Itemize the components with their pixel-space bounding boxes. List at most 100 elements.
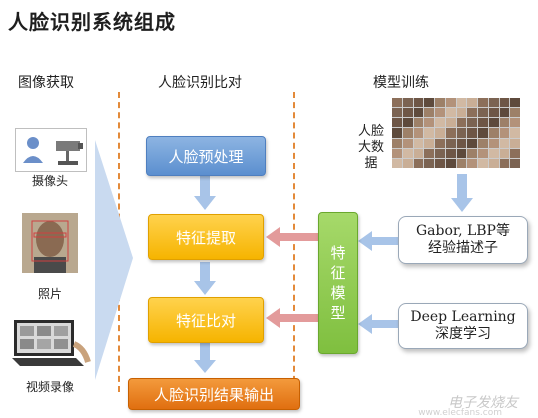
deep-learning-line2: 深度学习 <box>435 326 491 342</box>
face-thumbnail <box>413 128 424 138</box>
face-thumbnail <box>435 138 445 148</box>
handcrafted-descriptor-line1: Gabor, LBP等 <box>416 223 510 239</box>
face-thumbnail <box>478 98 488 108</box>
face-thumbnail <box>445 148 456 158</box>
face-thumbnail <box>445 108 456 118</box>
arrow-model-to-extract <box>266 227 318 247</box>
face-thumbnail <box>424 128 434 138</box>
watermark-url: www.elecfans.com <box>418 408 502 418</box>
face-thumbnail <box>488 118 499 128</box>
arrow-model-to-compare <box>266 308 318 328</box>
video-panel <box>12 318 92 370</box>
face-thumbnail <box>467 98 477 108</box>
arrow-handcrafted-to-model <box>358 231 398 251</box>
photo-label: 照片 <box>37 287 62 301</box>
face-thumbnail <box>413 108 424 118</box>
big-data-line1: 人脸 <box>357 124 384 139</box>
face-thumbnail <box>413 148 424 158</box>
deep-learning-box: Deep Learning 深度学习 <box>398 303 528 349</box>
page-title: 人脸识别系统组成 <box>8 10 176 34</box>
face-thumbnail <box>402 128 413 138</box>
face-thumbnail <box>488 128 499 138</box>
face-thumbnail <box>392 108 402 118</box>
feature-model-char-1: 特 <box>330 244 346 262</box>
arrow-compare-to-output <box>194 343 216 373</box>
face-thumbnail <box>402 108 413 118</box>
arrow-bigdata-to-descriptors <box>451 174 473 212</box>
face-thumbnail <box>392 138 402 148</box>
face-thumbnail <box>392 148 402 158</box>
face-thumbnail <box>499 118 510 128</box>
input-funnel-arrow <box>95 140 133 380</box>
face-thumbnail <box>499 98 510 108</box>
face-thumbnail <box>510 98 520 108</box>
recognition-output-box: 人脸识别结果输出 <box>128 378 300 410</box>
face-thumbnail <box>456 158 467 168</box>
arrow-preprocess-to-extract <box>194 176 216 210</box>
face-thumbnail <box>424 98 434 108</box>
face-thumbnail <box>445 138 456 148</box>
feature-model-char-2: 征 <box>330 264 346 282</box>
photo-panel <box>22 213 78 273</box>
arrow-extract-to-compare <box>194 262 216 295</box>
face-thumbnail <box>413 98 424 108</box>
face-thumbnail <box>435 128 445 138</box>
camera-icon <box>23 137 83 165</box>
face-thumbnail <box>478 138 488 148</box>
face-thumbnail <box>467 138 477 148</box>
face-thumbnail <box>392 128 402 138</box>
face-thumbnail <box>510 108 520 118</box>
face-thumbnail <box>435 108 445 118</box>
preprocess-box: 人脸预处理 <box>146 136 266 176</box>
face-thumbnail <box>499 148 510 158</box>
face-thumbnail <box>510 138 520 148</box>
face-thumbnail <box>488 158 499 168</box>
column-heading-acquisition: 图像获取 <box>18 75 74 91</box>
face-thumbnail <box>424 118 434 128</box>
feature-model-box: 特 征 模 型 <box>318 212 358 354</box>
face-thumbnail <box>499 138 510 148</box>
face-thumbnail <box>392 118 402 128</box>
divider-right <box>293 92 295 392</box>
face-thumbnail <box>392 98 402 108</box>
face-thumbnail <box>456 108 467 118</box>
face-thumbnail <box>456 98 467 108</box>
face-thumbnail <box>435 98 445 108</box>
face-thumbnail <box>456 138 467 148</box>
face-thumbnail <box>402 118 413 128</box>
face-thumbnail <box>424 108 434 118</box>
face-thumbnail <box>456 118 467 128</box>
video-recording-icon <box>12 320 91 366</box>
face-thumbnail <box>510 128 520 138</box>
face-dataset-mosaic <box>392 98 520 168</box>
face-thumbnail <box>402 158 413 168</box>
face-thumbnail <box>510 118 520 128</box>
handcrafted-descriptor-line2: 经验描述子 <box>428 240 498 256</box>
face-thumbnail <box>424 138 434 148</box>
face-thumbnail <box>402 98 413 108</box>
face-thumbnail <box>478 148 488 158</box>
face-thumbnail <box>445 118 456 128</box>
face-thumbnail <box>478 158 488 168</box>
face-thumbnail <box>467 128 477 138</box>
face-thumbnail <box>456 128 467 138</box>
face-thumbnail <box>510 158 520 168</box>
camera-label: 摄像头 <box>31 174 68 188</box>
face-thumbnail <box>478 108 488 118</box>
face-thumbnail <box>402 138 413 148</box>
big-data-label: 人脸 大数据 <box>352 124 390 172</box>
big-data-line2: 大数据 <box>357 140 384 171</box>
arrow-deep-to-model <box>358 314 398 334</box>
face-thumbnail <box>510 148 520 158</box>
face-thumbnail <box>456 148 467 158</box>
face-thumbnail <box>445 158 456 168</box>
video-label: 视频录像 <box>25 380 74 394</box>
column-heading-comparison: 人脸识别比对 <box>158 75 242 91</box>
handcrafted-descriptor-box: Gabor, LBP等 经验描述子 <box>398 216 528 264</box>
face-thumbnail <box>488 98 499 108</box>
face-thumbnail <box>445 128 456 138</box>
face-thumbnail <box>467 148 477 158</box>
face-thumbnail <box>499 108 510 118</box>
watermark-brand: 电子发烧友 <box>448 395 518 411</box>
